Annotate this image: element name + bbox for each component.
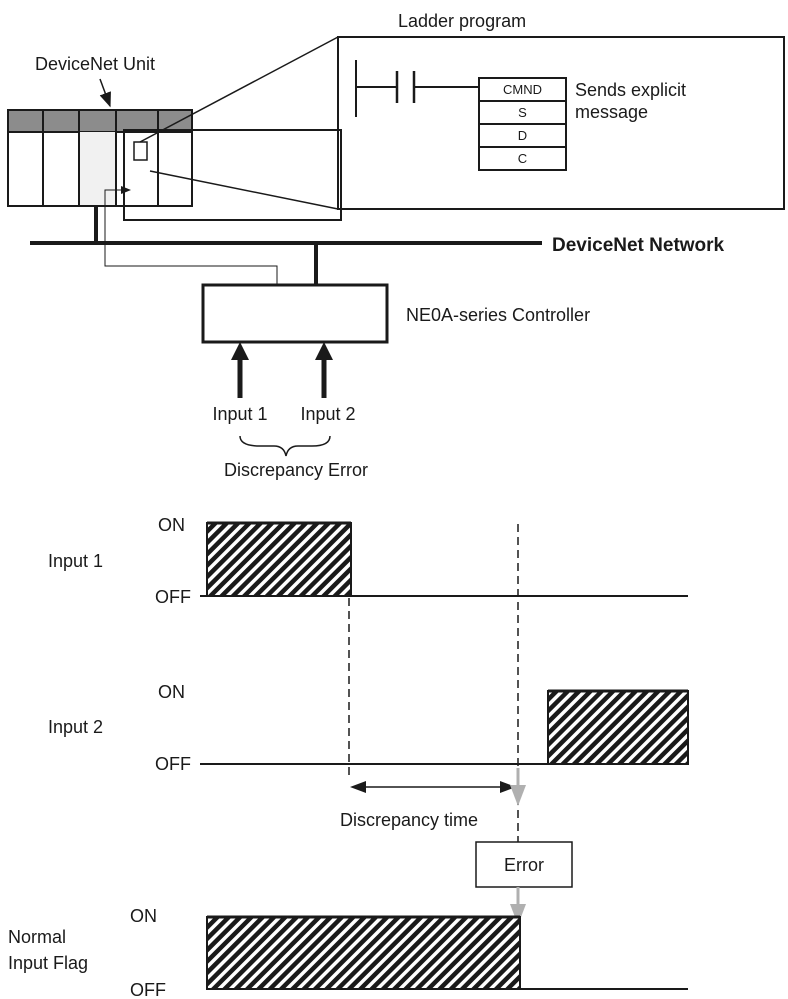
zoom-rectangle xyxy=(123,129,342,221)
flag-reset-arrow xyxy=(510,887,526,925)
input1-off-label: OFF xyxy=(155,587,191,607)
flag-on-label: ON xyxy=(130,906,157,926)
input2-top-label: Input 2 xyxy=(300,404,355,424)
input2-timing-row: ON Input 2 OFF xyxy=(48,682,689,774)
instruction-c: C xyxy=(518,151,527,166)
cmnd-instruction-block: CMND S D C xyxy=(478,77,567,171)
input1-on-label: ON xyxy=(158,515,185,535)
flag-label-line1: Normal xyxy=(8,927,66,947)
timing-diagram: ON Input 1 OFF ON Input 2 OFF Discrepanc… xyxy=(8,515,689,999)
input2-timing-label: Input 2 xyxy=(48,717,103,737)
instruction-d: D xyxy=(518,128,527,143)
message-path xyxy=(104,186,278,305)
instruction-note-line2: message xyxy=(575,102,648,122)
ladder-rung xyxy=(355,60,479,117)
flag-off-label: OFF xyxy=(130,980,166,999)
input1-timing-row: ON Input 1 OFF xyxy=(48,515,688,607)
plc-rack xyxy=(7,109,193,207)
instruction-s: S xyxy=(518,105,527,120)
ne0a-controller-box xyxy=(201,283,389,344)
input2-off-label: OFF xyxy=(155,754,191,774)
devicenet-unit-label: DeviceNet Unit xyxy=(35,54,155,74)
input2-on-label: ON xyxy=(158,682,185,702)
input1-arrow xyxy=(231,342,249,398)
input2-arrow xyxy=(315,342,333,398)
input1-top-label: Input 1 xyxy=(212,404,267,424)
discrepancy-brace xyxy=(239,435,331,457)
flag-on-pulse xyxy=(206,916,521,990)
normal-input-flag-row: ON Normal Input Flag OFF xyxy=(8,906,688,999)
error-label: Error xyxy=(504,855,544,875)
input1-on-pulse xyxy=(206,522,352,597)
instruction-cmnd: CMND xyxy=(503,82,542,97)
discrepancy-error-label: Discrepancy Error xyxy=(224,460,368,480)
program-indicator xyxy=(133,141,148,161)
input1-timing-label: Input 1 xyxy=(48,551,103,571)
ladder-program-label: Ladder program xyxy=(398,11,526,31)
devicenet-unit-module xyxy=(79,132,116,206)
instruction-note-line1: Sends explicit xyxy=(575,80,686,100)
controller-label: NE0A-series Controller xyxy=(406,305,590,325)
error-box xyxy=(475,841,573,888)
system-diagram: Ladder program CMND S D C Sends explicit… xyxy=(7,11,785,480)
devicenet-network-label: DeviceNet Network xyxy=(552,235,725,256)
input2-on-pulse xyxy=(547,690,689,765)
discrepancy-time-label: Discrepancy time xyxy=(340,810,478,830)
error-trigger-arrow xyxy=(510,768,526,806)
flag-label-line2: Input Flag xyxy=(8,953,88,973)
